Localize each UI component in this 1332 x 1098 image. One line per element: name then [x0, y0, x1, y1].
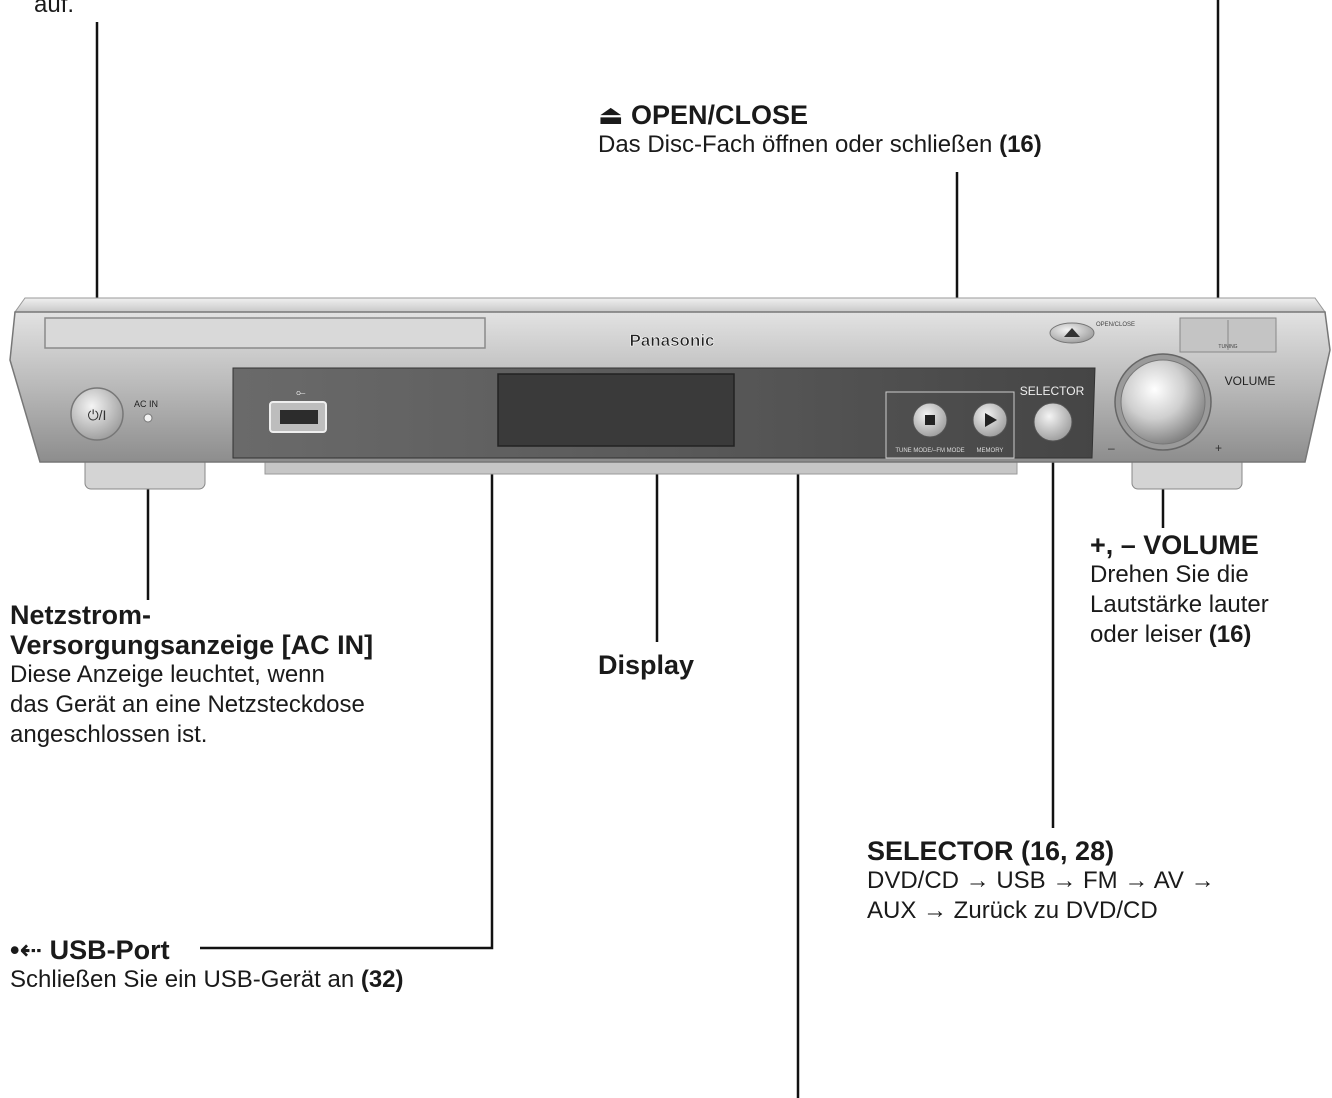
top-surface — [14, 297, 1326, 313]
ac-in-desc-2: das Gerät an eine Netzsteckdose — [10, 691, 365, 718]
ac-in-title-1: Netzstrom- — [10, 600, 152, 630]
tuning-device-label: TUNING — [1218, 344, 1237, 350]
callout-usb: •⇠ USB-Port Schließen Sie ein USB-Gerät … — [10, 935, 404, 995]
volume-minus-label: – — [1108, 441, 1115, 455]
button-group — [885, 391, 1015, 459]
disc-tray — [44, 317, 486, 349]
selector-desc-2: AUX → Zurück zu DVD/CD — [867, 897, 1158, 924]
ac-in-desc-3: angeschlossen ist. — [10, 721, 208, 748]
volume-device-label: VOLUME — [1225, 374, 1276, 388]
volume-desc-1: Drehen Sie die — [1090, 561, 1249, 588]
power-button-label: ⏻/I — [88, 407, 107, 423]
btn2-device-label: MEMORY — [977, 448, 1004, 454]
callout-selector: SELECTOR (16, 28) DVD/CD → USB → FM → AV… — [867, 836, 1215, 926]
ac-in-desc-1: Diese Anzeige leuchtet, wenn — [10, 661, 325, 688]
power-button — [70, 387, 124, 441]
selector-desc-1: DVD/CD → USB → FM → AV → — [867, 867, 1215, 894]
ac-in-device-label: AC IN — [134, 399, 158, 409]
open-close-title: ⏏ OPEN/CLOSE — [598, 100, 809, 130]
open-close-device-label: OPEN/CLOSE — [1096, 322, 1135, 328]
selector-device-label: SELECTOR — [1020, 384, 1085, 398]
selector-knob — [1033, 402, 1073, 442]
display-window — [497, 373, 735, 447]
callout-ac-in: Netzstrom- Versorgungsanzeige [AC IN] Di… — [10, 600, 373, 750]
open-close-desc: Das Disc-Fach öffnen oder schließen (16) — [598, 131, 1042, 158]
eject-icon: ⏏ — [598, 100, 632, 130]
volume-desc-3: oder leiser (16) — [1090, 621, 1252, 648]
top-fragment: auf. — [34, 0, 75, 18]
volume-knob — [1120, 359, 1206, 445]
usb-desc: Schließen Sie ein USB-Gerät an (32) — [10, 966, 404, 993]
usb-symbol: ⟜ — [296, 385, 306, 399]
usb-icon: •⇠ — [10, 935, 50, 965]
volume-title: +, – VOLUME — [1090, 530, 1259, 560]
callout-volume: +, – VOLUME Drehen Sie die Lautstärke la… — [1090, 530, 1269, 650]
selector-title: SELECTOR (16, 28) — [867, 836, 1115, 866]
display-label: Display — [598, 650, 695, 680]
btn1-device-label: TUNE MODE/–FM MODE — [895, 448, 964, 454]
brand-logo: Panasonic — [629, 331, 714, 350]
callout-open-close: ⏏ OPEN/CLOSE Das Disc-Fach öffnen oder s… — [598, 100, 1042, 160]
usb-title: •⇠ USB-Port — [10, 935, 170, 965]
volume-desc-2: Lautstärke lauter — [1090, 591, 1269, 618]
volume-plus-label: + — [1215, 441, 1222, 455]
ac-in-led — [143, 413, 153, 423]
ac-in-title-2: Versorgungsanzeige [AC IN] — [10, 630, 374, 660]
